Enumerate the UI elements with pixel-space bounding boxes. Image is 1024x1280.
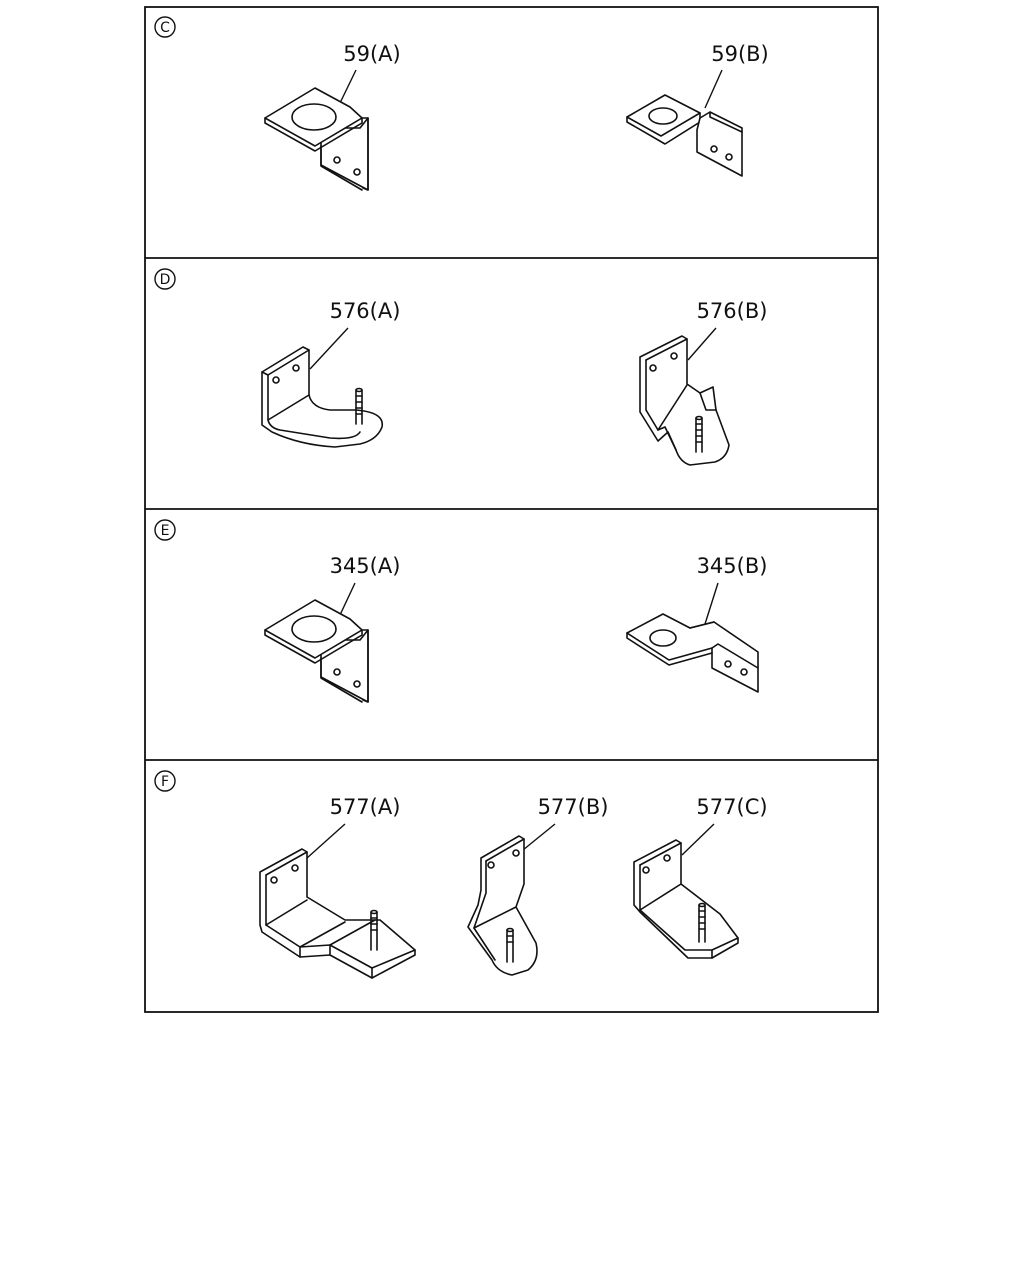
part-label-59a: 59(A) [343,42,400,66]
part-label-577b: 577(B) [538,795,609,819]
svg-text:D: D [160,272,171,288]
part-label-577c: 577(C) [696,795,767,819]
bracket-576a [261,346,384,448]
bracket-345a [264,599,369,703]
bracket-577c [633,839,739,959]
bracket-577b [467,835,538,976]
svg-text:F: F [161,774,169,790]
leader-line [687,327,717,361]
bracket-59a [264,87,369,191]
leader-line [306,823,346,859]
section-marker-d: D [154,268,176,290]
part-label-345a: 345(A) [330,554,401,578]
part-label-576a: 576(A) [330,299,401,323]
part-label-577a: 577(A) [330,795,401,819]
leader-line [704,69,723,109]
part-label-345b: 345(B) [697,554,768,578]
bracket-345b [626,613,759,693]
svg-text:C: C [160,20,170,36]
section-marker-e: E [154,519,176,541]
part-label-59b: 59(B) [711,42,769,66]
section-marker-c: C [154,16,176,38]
bracket-577a [259,848,416,979]
leader-line [339,69,357,104]
bracket-59b [626,94,743,177]
section-marker-f: F [154,770,176,792]
part-label-576b: 576(B) [697,299,768,323]
leader-line [522,823,556,851]
leader-line [339,582,356,616]
bracket-576b [639,335,730,466]
svg-text:E: E [161,523,170,539]
leader-line [681,823,715,856]
leader-line [704,582,719,625]
leader-line [309,327,349,370]
